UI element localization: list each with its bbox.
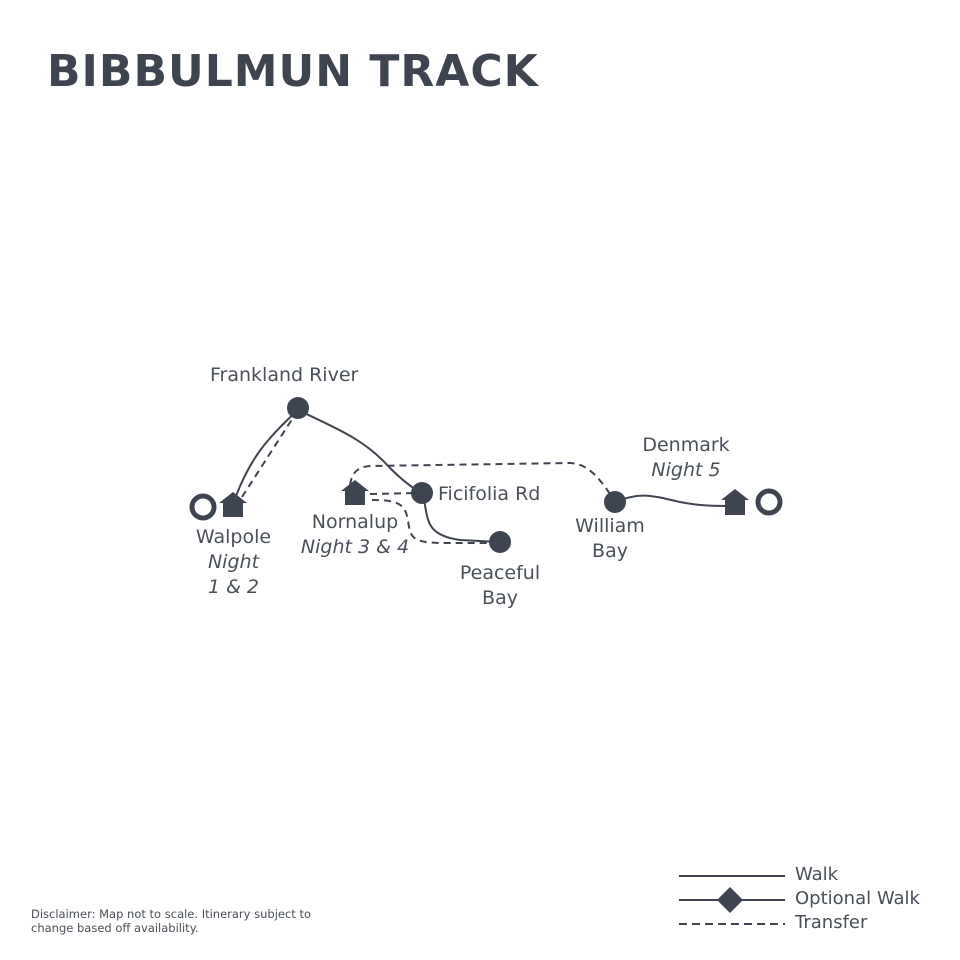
legend-walk-label: Walk (795, 864, 839, 885)
stop-dot-frankland-river (287, 397, 309, 419)
label-ficifolia-rd: Ficifolia Rd (438, 483, 541, 505)
label-frankland-river: Frankland River (210, 364, 359, 386)
house-icon (341, 480, 369, 505)
label-walpole: Walpole Night 1 & 2 (186, 525, 281, 600)
legend-optional-walk-label: Optional Walk (795, 888, 920, 909)
walpole-name: Walpole (195, 526, 272, 548)
denmark-name: Denmark (642, 434, 730, 456)
transfer-nornalup-william (349, 461, 614, 499)
william-bay-name2: Bay (592, 540, 628, 562)
map-title: BIBBULMUN TRACK (47, 46, 539, 97)
transfer-walpole-frankland (241, 409, 299, 498)
peaceful-bay-name: Peaceful (459, 562, 541, 584)
start-ring-icon (189, 493, 217, 521)
peaceful-bay-name2: Bay (482, 587, 518, 609)
legend-transfer-label: Transfer (795, 912, 868, 933)
disclaimer: Disclaimer: Map not to scale. Itinerary … (31, 907, 311, 935)
label-nornalup: Nornalup Night 3 & 4 (290, 510, 420, 560)
walpole-night-number: 1 & 2 (207, 576, 260, 598)
nornalup-name: Nornalup (311, 511, 399, 533)
william-bay-name: William (575, 515, 645, 537)
house-icon (219, 492, 247, 517)
end-ring-icon (755, 488, 783, 516)
walk-walpole-frankland (235, 409, 299, 497)
stop-dot-william-bay (604, 491, 626, 513)
nornalup-night: Night 3 & 4 (300, 536, 410, 558)
walk-frankland-ficifolia (297, 409, 423, 494)
label-william-bay: William Bay (562, 514, 658, 564)
label-denmark: Denmark Night 5 (630, 433, 742, 483)
stop-dot-peaceful-bay (489, 531, 511, 553)
denmark-night: Night 5 (651, 459, 721, 481)
label-peaceful-bay: Peaceful Bay (450, 561, 550, 611)
walpole-night: Night (207, 551, 260, 573)
stop-dot-ficifolia-rd (411, 482, 433, 504)
diamond-icon (717, 887, 743, 913)
walk-william-denmark (614, 494, 736, 507)
house-icon (721, 489, 749, 515)
